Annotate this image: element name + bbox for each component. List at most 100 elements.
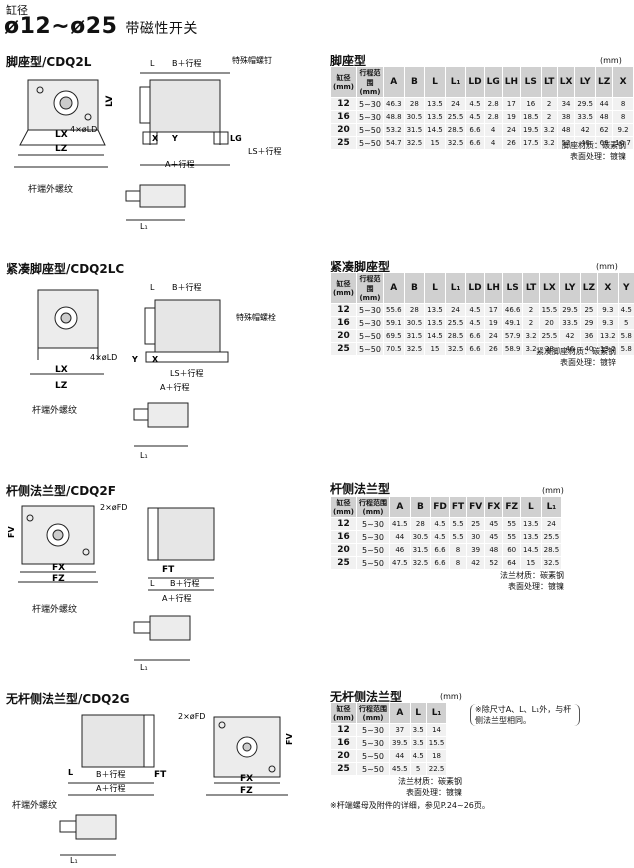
- special-nut-label: 特殊帽螺钉: [232, 55, 272, 65]
- dim-B-stroke-rod: B＋行程: [170, 578, 200, 588]
- title-suffix: 带磁性开关: [125, 21, 198, 37]
- table-cell: 3.5: [409, 723, 427, 737]
- table-cell: 13.5: [520, 530, 542, 544]
- col-header: L₁: [444, 66, 467, 98]
- table-cell: 15: [520, 556, 542, 570]
- col-header: LD: [465, 272, 485, 304]
- table-cell: 33.5: [574, 110, 596, 124]
- rod-thread-label-foot: 杆端外螺纹: [28, 185, 74, 195]
- table-cell: 6.6: [465, 342, 485, 356]
- col-header: LT: [522, 272, 540, 304]
- col-header-stroke: 行程范围(mm): [356, 66, 384, 98]
- table-cell: 24: [501, 123, 521, 137]
- table-cell: 22.5: [425, 762, 448, 776]
- col-header-stroke: 行程范围(mm): [356, 702, 390, 724]
- side-view-compact: [144, 299, 229, 363]
- col-header: FD: [430, 496, 450, 518]
- table-cell: 3.2: [540, 136, 558, 150]
- side-view-rod-flange: [147, 507, 215, 591]
- col-header: LY: [559, 272, 581, 304]
- table-cell: 2.8: [483, 110, 503, 124]
- table-cell: 5~50: [356, 556, 390, 570]
- table-cell: 45.5: [389, 762, 411, 776]
- col-header: L: [520, 496, 542, 518]
- table-cell: 55: [502, 530, 522, 544]
- table-cell: 5~30: [356, 517, 390, 531]
- table-cell: 24: [444, 303, 467, 317]
- table-cell: 32.5: [444, 342, 467, 356]
- table-cell: 39: [466, 543, 486, 557]
- header-subtitle: 缸径: [6, 4, 28, 17]
- table-cell: 44: [594, 97, 614, 111]
- table-cell: 24: [540, 517, 563, 531]
- col-header: LY: [574, 66, 596, 98]
- drawing-head-flange: L B＋行程 FT A＋行程 2×øFD FV FX FZ L₁: [59, 712, 294, 865]
- table-note: 法兰材质：碳素钢: [398, 777, 462, 786]
- table-cell: 5.5: [448, 517, 468, 531]
- dim-X: X: [152, 134, 159, 143]
- col-header: LH: [501, 66, 521, 98]
- rod-thread-detail-rod-flange: [133, 615, 191, 661]
- table-cell: 42: [466, 556, 486, 570]
- rod-thread-detail-head-flange: [59, 814, 117, 856]
- drawing-compact-foot: LX LZ 4×øLD L B＋行程 特殊帽螺栓 Y X LS＋行程 A＋行程 …: [30, 282, 276, 460]
- table-cell: 15: [424, 136, 446, 150]
- table-cell: 28: [538, 342, 561, 356]
- table-cell: 5: [409, 762, 427, 776]
- table-cell: 8: [448, 556, 468, 570]
- table-cell: 19: [501, 110, 521, 124]
- dim-LD: 4×øLD: [70, 125, 97, 134]
- table-cell: 20: [330, 123, 357, 137]
- table-notes-foot: 脚座材质：碳素钢 表面处理：镀镍: [460, 140, 626, 162]
- col-header: A: [382, 272, 405, 304]
- dim-L: L: [150, 59, 155, 68]
- table-cell: 6.6: [465, 123, 485, 137]
- table-foot: 缸径(mm)行程范围(mm)ABLL₁LDLGLHLSLTLXLYLZXY125…: [330, 66, 634, 150]
- table-cell: 37: [389, 723, 411, 737]
- table-cell: 4: [483, 123, 503, 137]
- table-cell: 45: [484, 517, 504, 531]
- table-cell: 30.5: [409, 530, 432, 544]
- dim-L1-compact: L₁: [140, 451, 148, 460]
- table-cell: 14: [425, 723, 448, 737]
- drawing-rod-flange: 2×øFD FV FX FZ FT L B＋行程 A＋行程 L₁: [7, 503, 215, 672]
- col-header: LZ: [594, 66, 614, 98]
- table-cell: 44: [389, 749, 411, 763]
- table-cell: 16: [330, 736, 357, 750]
- table-cell: 32.5: [409, 556, 432, 570]
- dim-LZ: LZ: [55, 144, 68, 154]
- table-note: 表面处理：镀镍: [508, 582, 564, 591]
- col-header: A: [389, 496, 411, 518]
- table-cell: 5~30: [356, 110, 384, 124]
- table-title-compact-foot: 紧凑脚座型: [330, 260, 391, 274]
- dim-A-stroke-rod: A＋行程: [162, 593, 191, 603]
- table-cell: 29: [579, 316, 599, 330]
- table-cell: 12: [330, 517, 357, 531]
- table-cell: 14.5: [520, 543, 542, 557]
- col-header-bore: 缸径(mm): [330, 496, 357, 518]
- table-cell: 5~30: [356, 316, 384, 330]
- table-cell: 55: [502, 517, 522, 531]
- table-cell: 9.3: [597, 316, 619, 330]
- side-view-foot: [139, 72, 230, 166]
- dim-A-stroke-head: A＋行程: [96, 783, 125, 793]
- side-view-head-flange: [68, 714, 155, 796]
- dim-FZ-rod: FZ: [52, 574, 65, 584]
- table-cell: 24: [483, 329, 503, 343]
- table-cell: 69.5: [382, 329, 405, 343]
- table-cell: 5.8: [617, 342, 634, 356]
- table-unit-rod-flange: (mm): [542, 486, 564, 495]
- table-cell: 19.5: [519, 123, 542, 137]
- table-unit-foot: (mm): [600, 56, 622, 65]
- dim-FZ-head: FZ: [240, 786, 253, 796]
- table-cell: 8: [612, 97, 634, 111]
- table-cell: 6.6: [465, 136, 485, 150]
- table-cell: 5~50: [356, 123, 384, 137]
